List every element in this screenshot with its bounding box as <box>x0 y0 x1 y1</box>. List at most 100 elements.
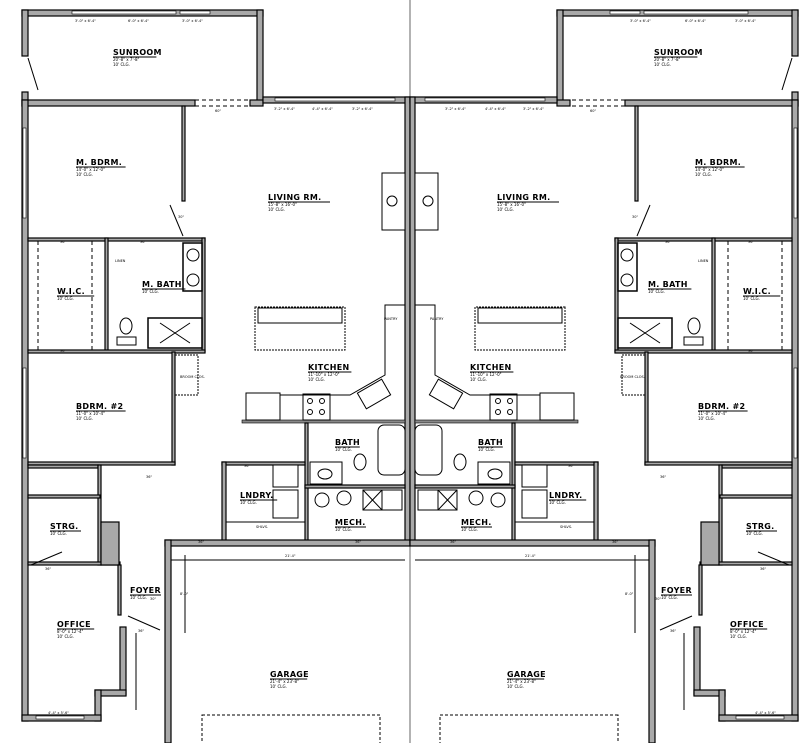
left-note-door36: 36" <box>45 567 51 571</box>
right-bdrm2-ceiling: 10' CLG. <box>698 416 715 421</box>
left-note-door36: 36" <box>138 629 144 633</box>
right-foyer-label: FOYER <box>661 586 692 595</box>
left-strg-ceiling: 10' CLG. <box>50 531 67 536</box>
left-office-dims: 8'-0" x 12'-4" <box>57 629 84 634</box>
left-note-door36: 36" <box>244 464 250 468</box>
right-note-door36: 36" <box>748 349 754 353</box>
left-mbdrm-label: M. BDRM. <box>76 158 122 167</box>
left-bdrm2-label: BDRM. #2 <box>76 402 123 411</box>
right-note-door36: 36" <box>568 464 574 468</box>
left-wic-ceiling: 10' CLG. <box>57 296 74 301</box>
left-garage-label: GARAGE <box>270 670 309 679</box>
left-sunroom-ceiling: 10' CLG. <box>113 62 130 67</box>
right-note-door36: 36" <box>670 629 676 633</box>
right-mbdrm-ceiling: 10' CLG. <box>695 172 712 177</box>
right-mbath-label: M. BATH <box>648 280 688 289</box>
left-mbdrm-ceiling: 10' CLG. <box>76 172 93 177</box>
left-garage-dims: 21'-4" x 23'-8" <box>270 679 299 684</box>
right-strg-ceiling: 10' CLG. <box>746 531 763 536</box>
left-foyer-label: FOYER <box>130 586 161 595</box>
left-foyer-ceiling: 10' CLG. <box>130 595 147 600</box>
right-note-liv-win-a: 3'-2" x 6'-4" <box>523 107 544 111</box>
left-note-door36: 36" <box>146 475 152 479</box>
left-note-door36: 36" <box>60 240 66 244</box>
right-bath-label: BATH <box>478 438 503 447</box>
left-sunroom-dims: 20'-8" x 7'-8" <box>113 57 140 62</box>
right-note-door36: 36" <box>612 540 618 544</box>
right-kitchen-label: KITCHEN <box>470 363 511 372</box>
right-kitchen-dims: 11'-10" x 12'-0" <box>470 372 502 377</box>
left-kitchen-dims: 11'-10" x 12'-0" <box>308 372 340 377</box>
right-note-opening: 60" <box>590 109 596 113</box>
left-note-door30: 30" <box>178 215 184 219</box>
left-strg-label: STRG. <box>50 522 78 531</box>
left-note-garage-width: 21'-4" <box>285 554 296 558</box>
left-garage-ceiling: 10' CLG. <box>270 684 287 689</box>
right-living-ceiling: 10' CLG. <box>497 207 514 212</box>
right-mech-label: MECH. <box>461 518 492 527</box>
left-lndry-label: LNDRY. <box>240 491 273 500</box>
right-sunroom-dims: 20'-8" x 7'-8" <box>654 57 681 62</box>
left-mbath-ceiling: 10' CLG. <box>142 289 159 294</box>
right-note-liv-win-a: 3'-2" x 6'-4" <box>445 107 466 111</box>
right-note-broom: BROOM CLOS. <box>620 375 645 379</box>
right-mbdrm-dims: 14'-0" x 12'-0" <box>695 167 724 172</box>
right-note-office-win: 4'-4" x 5'-6" <box>755 711 776 715</box>
left-living-ceiling: 10' CLG. <box>268 207 285 212</box>
left-note-door30: 30" <box>150 597 156 601</box>
right-bdrm2-label: BDRM. #2 <box>698 402 745 411</box>
left-note-shelve: SHLVS. <box>256 525 268 529</box>
right-office-label: OFFICE <box>730 620 764 629</box>
right-mech-ceiling: 10' CLG. <box>461 527 478 532</box>
right-living-label: LIVING RM. <box>497 193 550 202</box>
left-living-dims: 15'-8" x 16'-0" <box>268 202 297 207</box>
right-garage-dims: 21'-4" x 23'-8" <box>507 679 536 684</box>
right-note-pantry: PANTRY <box>430 317 444 321</box>
left-note-liv-win-a: 3'-2" x 6'-4" <box>274 107 295 111</box>
right-office-ceiling: 10' CLG. <box>730 634 747 639</box>
left-note-opening: 60" <box>215 109 221 113</box>
right-sunroom-ceiling: 10' CLG. <box>654 62 671 67</box>
right-garage-label: GARAGE <box>507 670 546 679</box>
left-wic-label: W.I.C. <box>57 287 85 296</box>
right-note-door36: 36" <box>450 540 456 544</box>
left-sunroom-label: SUNROOM <box>113 48 162 57</box>
right-note-door36: 36" <box>748 240 754 244</box>
left-note-broom: BROOM CLOS. <box>180 375 205 379</box>
right-office-dims: 8'-0" x 12'-4" <box>730 629 757 634</box>
left-mbath-label: M. BATH <box>142 280 182 289</box>
left-note-sun-win-a: 3'-0" x 6'-4" <box>75 19 96 23</box>
right-mbath-ceiling: 10' CLG. <box>648 289 665 294</box>
left-note-dim-8: 8'-0" <box>180 592 189 596</box>
right-note-door36: 36" <box>660 475 666 479</box>
left-note-sun-win-a: 3'-0" x 6'-4" <box>182 19 203 23</box>
right-kitchen-ceiling: 10' CLG. <box>470 377 487 382</box>
left-living-label: LIVING RM. <box>268 193 321 202</box>
left-mech-ceiling: 10' CLG. <box>335 527 352 532</box>
left-note-office-win: 4'-4" x 5'-6" <box>48 711 69 715</box>
right-living-dims: 15'-8" x 16'-0" <box>497 202 526 207</box>
left-bath-ceiling: 10' CLG. <box>335 447 352 452</box>
right-note-linen: LINEN <box>698 259 709 263</box>
right-note-door36: 36" <box>760 567 766 571</box>
left-note-door36: 36" <box>60 349 66 353</box>
right-wic-ceiling: 10' CLG. <box>743 296 760 301</box>
right-note-door36: 36" <box>665 240 671 244</box>
left-note-door36: 36" <box>140 240 146 244</box>
right-mbdrm-label: M. BDRM. <box>695 158 741 167</box>
right-note-dim-8: 8'-0" <box>625 592 634 596</box>
right-note-shelve: SHLVS. <box>560 525 572 529</box>
right-note-door30: 30" <box>632 215 638 219</box>
left-note-sun-win-b: 6'-0" x 6'-4" <box>128 19 149 23</box>
right-sunroom-label: SUNROOM <box>654 48 703 57</box>
left-note-pantry: PANTRY <box>384 317 398 321</box>
right-note-sun-win-b: 6'-0" x 6'-4" <box>685 19 706 23</box>
right-garage-ceiling: 10' CLG. <box>507 684 524 689</box>
left-mbdrm-dims: 14'-0" x 12'-0" <box>76 167 105 172</box>
left-bath-label: BATH <box>335 438 360 447</box>
left-office-ceiling: 10' CLG. <box>57 634 74 639</box>
right-note-door30: 30" <box>655 597 661 601</box>
left-office-label: OFFICE <box>57 620 91 629</box>
